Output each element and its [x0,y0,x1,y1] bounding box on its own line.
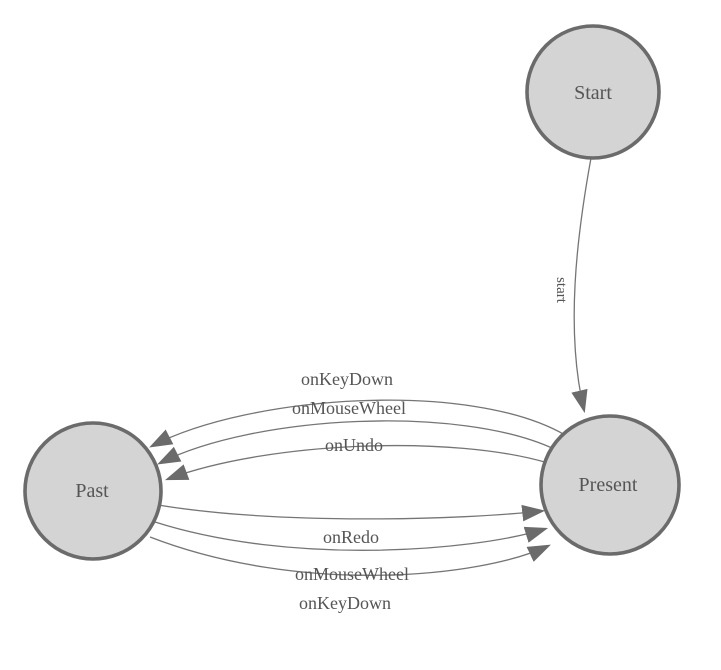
edge-label-onmousewheel-bottom: onMouseWheel [295,564,409,584]
node-present: Present [539,414,681,556]
edge-present-to-past-onundo [164,444,549,481]
edge-present-to-past-onmousewheel [157,420,555,465]
edge-label-start: start [553,277,569,304]
node-past: Past [23,421,163,561]
node-start-label: Start [574,82,612,104]
edge-past-to-present-onredo [157,504,546,522]
node-past-label: Past [75,480,109,502]
edge-label-onmousewheel-top: onMouseWheel [292,398,406,418]
node-present-circle [539,414,681,556]
edge-past-to-present-onkeydown [149,536,551,576]
edge-past-to-present-onmousewheel [154,521,549,551]
edge-present-to-past-onkeydown [149,399,566,448]
node-present-label: Present [579,474,638,496]
edge-label-onkeydown-bottom: onKeyDown [299,593,391,613]
edge-label-onkeydown-top: onKeyDown [301,369,393,389]
edge-label-onundo: onUndo [325,435,383,455]
node-past-circle [23,421,163,561]
node-start-circle [525,24,661,160]
edge-label-onredo: onRedo [323,527,379,547]
edge-start-to-present [571,157,592,414]
node-start: Start [525,24,661,160]
